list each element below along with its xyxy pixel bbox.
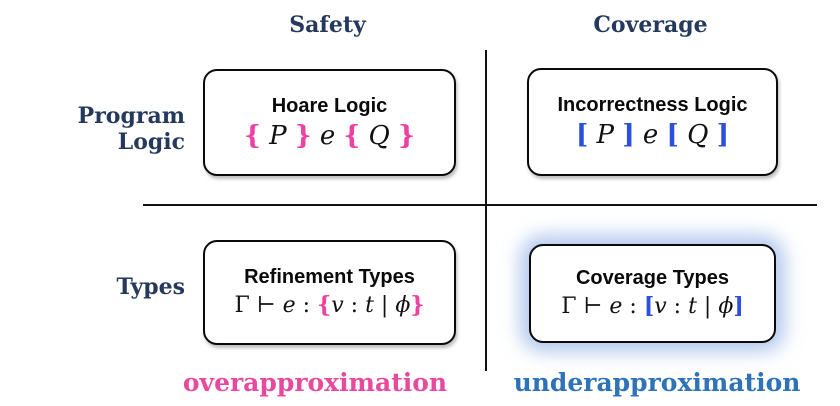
- var-t: t: [365, 293, 374, 319]
- colon: :: [666, 294, 689, 320]
- close-brace: }: [398, 120, 415, 151]
- column-header-safety: Safety: [289, 12, 366, 38]
- refinement-types-box: Refinement Types Γ ⊢ e : {v : t | ϕ}: [203, 240, 456, 345]
- footer-label-underapproximation: underapproximation: [513, 368, 801, 397]
- var-t: t: [688, 294, 697, 320]
- close-bracket: ]: [733, 293, 744, 320]
- footer-label-overapproximation: overapproximation: [182, 368, 448, 397]
- incorrectness-logic-formula: [ P ] e [ Q ]: [576, 121, 729, 150]
- coverage-types-formula: Γ ⊢ e : [v : t | ϕ]: [561, 294, 744, 319]
- var-phi: ϕ: [718, 294, 734, 320]
- var-v: v: [654, 294, 667, 320]
- gamma-turnstile: Γ ⊢: [234, 293, 283, 319]
- var-q: Q: [360, 120, 399, 151]
- gamma-turnstile: Γ ⊢: [561, 294, 610, 320]
- var-e: e: [311, 120, 344, 151]
- open-bracket: [: [666, 120, 679, 151]
- hoare-logic-title: Hoare Logic: [271, 94, 388, 117]
- coverage-types-box: Coverage Types Γ ⊢ e : [v : t | ϕ]: [529, 244, 776, 343]
- close-brace: }: [294, 120, 312, 151]
- var-v: v: [331, 293, 344, 319]
- var-phi: ϕ: [395, 293, 411, 319]
- open-brace: {: [244, 120, 261, 151]
- var-p: P: [588, 120, 623, 151]
- refinement-types-formula: Γ ⊢ e : {v : t | ϕ}: [234, 293, 424, 318]
- incorrectness-logic-title: Incorrectness Logic: [557, 94, 748, 117]
- open-brace: {: [317, 292, 332, 319]
- row-label-types: Types: [116, 274, 185, 300]
- row-label-program-logic: Program Logic: [77, 103, 185, 155]
- colon: :: [343, 293, 366, 319]
- open-bracket: [: [575, 120, 589, 151]
- vertical-bar: |: [696, 294, 719, 320]
- close-bracket: ]: [622, 120, 635, 151]
- open-bracket: [: [643, 293, 655, 320]
- horizontal-divider-line: [143, 204, 817, 206]
- var-e: e: [634, 120, 667, 151]
- refinement-types-title: Refinement Types: [244, 266, 415, 289]
- vertical-bar: |: [373, 293, 396, 319]
- open-brace: {: [343, 120, 361, 151]
- var-e: e: [609, 294, 623, 320]
- var-p: P: [260, 120, 295, 151]
- column-header-coverage: Coverage: [593, 12, 708, 38]
- incorrectness-logic-box: Incorrectness Logic [ P ] e [ Q ]: [527, 68, 778, 176]
- colon: :: [622, 294, 644, 320]
- hoare-logic-formula: { P } e { Q }: [244, 120, 415, 151]
- close-brace: }: [410, 292, 425, 319]
- hoare-logic-box: Hoare Logic { P } e { Q }: [203, 69, 456, 176]
- colon: :: [295, 293, 318, 319]
- vertical-divider-line: [485, 50, 487, 371]
- close-bracket: ]: [716, 120, 730, 151]
- var-e: e: [282, 293, 296, 319]
- coverage-types-title: Coverage Types: [575, 267, 730, 290]
- var-q: Q: [678, 120, 717, 151]
